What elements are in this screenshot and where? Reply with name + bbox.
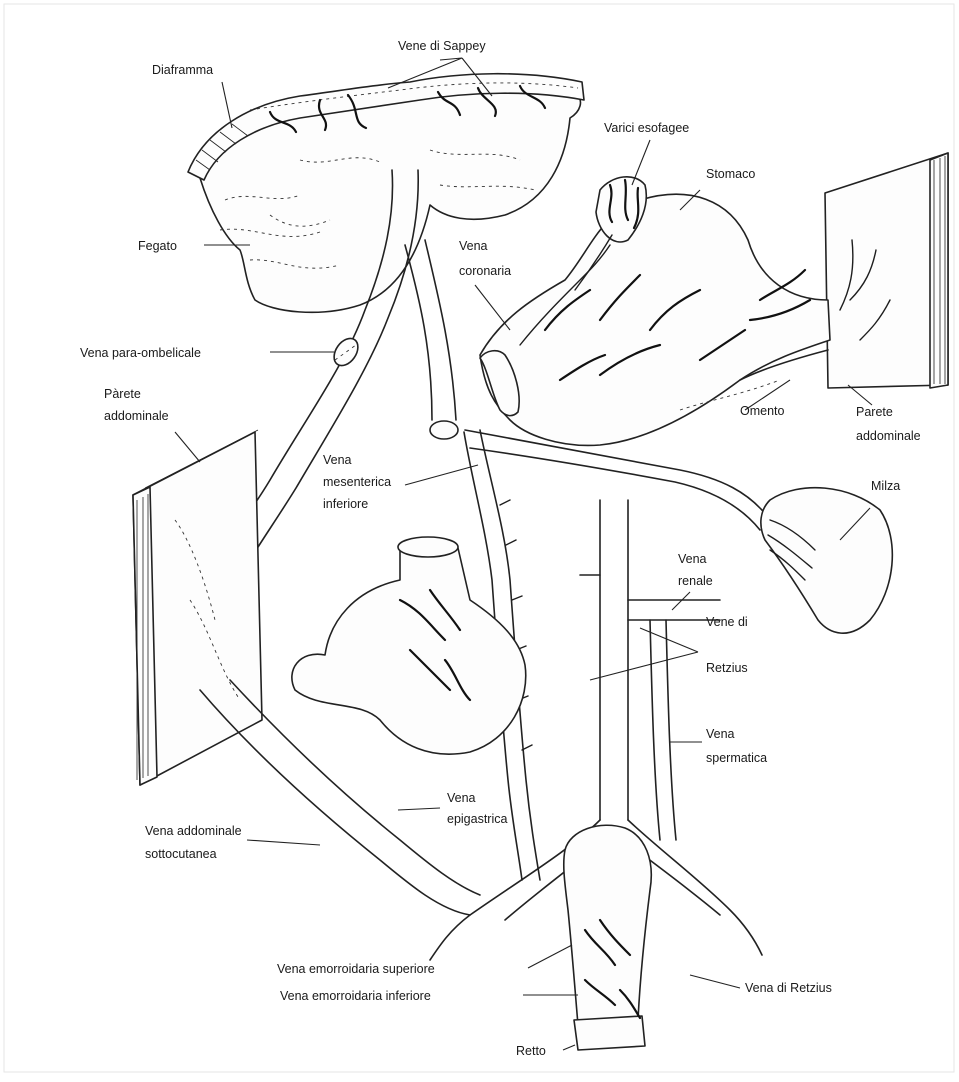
label-omento: Omento — [740, 404, 785, 418]
label-epigastrica-1: Vena — [447, 791, 476, 805]
rectum — [564, 825, 652, 1050]
label-parete-left-1: Pàrete — [104, 387, 141, 401]
label-spermatica-2: spermatica — [706, 751, 767, 765]
label-sottocutanea-1: Vena addominale — [145, 824, 242, 838]
label-coronaria-1: Vena — [459, 239, 488, 253]
label-parete-right-1: Parete — [856, 405, 893, 419]
label-retto: Retto — [516, 1044, 546, 1058]
label-epigastrica-2: epigastrica — [447, 812, 507, 826]
label-retzius-pl-1: Vene di — [706, 615, 748, 629]
label-mesenterica-1: Vena — [323, 453, 352, 467]
label-mesenterica-2: mesenterica — [323, 475, 391, 489]
label-emo-sup: Vena emorroidaria superiore — [277, 962, 435, 976]
label-parete-left-2: addominale — [104, 409, 169, 423]
label-retzius-pl-2: Retzius — [706, 661, 748, 675]
label-spermatica-1: Vena — [706, 727, 735, 741]
label-coronaria-2: coronaria — [459, 264, 511, 278]
label-retzius-sg: Vena di Retzius — [745, 981, 832, 995]
label-sottocutanea-2: sottocutanea — [145, 847, 217, 861]
label-emo-inf: Vena emorroidaria inferiore — [280, 989, 431, 1003]
label-renale-2: renale — [678, 574, 713, 588]
label-mesenterica-3: inferiore — [323, 497, 368, 511]
label-paraombelicale: Vena para-ombelicale — [80, 346, 201, 360]
abdominal-wall-right — [825, 153, 948, 388]
label-milza: Milza — [871, 479, 900, 493]
label-fegato: Fegato — [138, 239, 177, 253]
label-sappey: Vene di Sappey — [398, 39, 486, 53]
label-parete-right-2: addominale — [856, 429, 921, 443]
label-stomaco: Stomaco — [706, 167, 755, 181]
label-varici: Varici esofagee — [604, 121, 689, 135]
label-renale-1: Vena — [678, 552, 707, 566]
label-diaframma: Diaframma — [152, 63, 213, 77]
